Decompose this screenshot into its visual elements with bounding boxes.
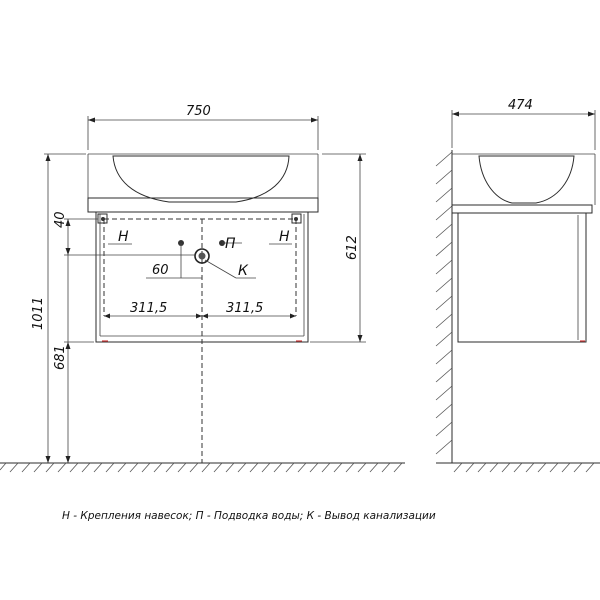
dim-612: 612	[345, 235, 360, 260]
side-view: 474	[435, 98, 600, 473]
dim-681: 681	[53, 345, 68, 370]
wall-hatch	[435, 151, 453, 455]
side-basin-bowl	[478, 155, 575, 204]
dim-474: 474	[508, 98, 533, 113]
countertop	[87, 197, 319, 213]
side-floor-hatch	[453, 462, 595, 473]
marker-h-right: Н	[279, 229, 290, 245]
dim-311-arrows	[104, 313, 296, 319]
basin-bowl	[112, 155, 290, 203]
dim-311-left: 311,5	[130, 301, 167, 316]
front-view: Н Н П К 60 311,5 311,5 750 612 1011 681	[0, 104, 405, 473]
dim-311-right: 311,5	[226, 301, 263, 316]
dim-60: 60	[152, 263, 169, 278]
marker-k: К	[238, 263, 249, 279]
side-cabinet-body	[457, 212, 587, 343]
floor-hatch	[0, 462, 403, 473]
dim-40: 40	[53, 211, 68, 228]
dim-1011: 1011	[31, 297, 46, 330]
legend-text: Н - Крепления навесок; П - Подводка воды…	[62, 510, 436, 522]
marker-p: П	[225, 236, 236, 252]
side-countertop	[451, 204, 593, 214]
k-leader	[204, 259, 237, 279]
drain-core-icon	[198, 252, 206, 260]
marker-h-left: Н	[118, 229, 129, 245]
dim-750: 750	[186, 104, 211, 119]
drain-outlet-icon	[194, 248, 210, 264]
